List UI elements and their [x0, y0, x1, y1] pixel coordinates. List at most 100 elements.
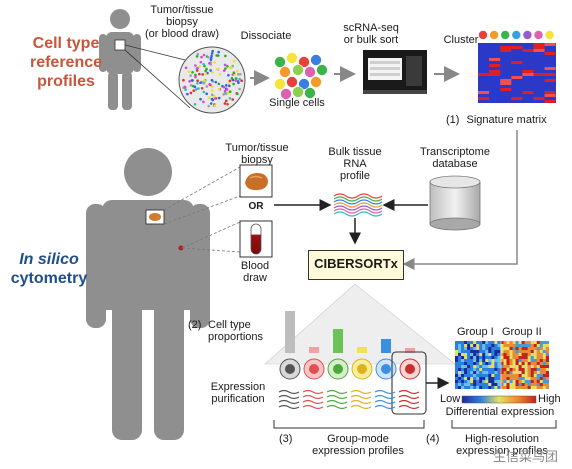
hires-cell: [524, 356, 528, 359]
hires-cell: [509, 350, 513, 353]
purified-expression-waves: [278, 389, 420, 410]
hires-cell: [527, 380, 531, 383]
tissue-dot: [196, 79, 199, 83]
hires-cell: [485, 365, 489, 368]
hires-cell: [530, 356, 534, 359]
tissue-dot: [194, 88, 198, 91]
hires-cell: [479, 377, 483, 380]
hires-cell: [482, 374, 486, 377]
zoom-dashed-2: [163, 195, 241, 225]
purified-wave: [374, 394, 396, 400]
hires-cell: [482, 383, 486, 386]
hires-cell: [485, 341, 489, 344]
hires-cell: [545, 371, 549, 374]
hires-cell: [485, 380, 489, 383]
hires-cell: [518, 347, 522, 350]
hires-cell: [506, 350, 510, 353]
hires-cell: [479, 347, 483, 350]
matrix-cell: [544, 52, 556, 55]
hires-cell: [506, 353, 510, 356]
purified-wave: [374, 399, 396, 405]
hires-cell: [470, 377, 474, 380]
hires-cell: [500, 383, 504, 386]
single-cell: [286, 76, 298, 88]
colorbar: [461, 395, 537, 404]
hires-cell: [464, 359, 468, 362]
watermark-text: 生信菜鸟团: [492, 449, 558, 464]
hires-cell: [482, 344, 486, 347]
hires-cell: [476, 368, 480, 371]
hires-cell: [488, 374, 492, 377]
hires-cell: [503, 374, 507, 377]
signature-matrix-text: Signature matrix: [466, 114, 547, 126]
hires-cell: [482, 386, 486, 389]
hires-cell: [527, 347, 531, 350]
tissue-dot: [199, 60, 203, 64]
matrix-cell: [533, 46, 545, 49]
hires-cell: [494, 371, 498, 374]
tissue-dot: [182, 78, 185, 82]
hires-cell: [473, 350, 477, 353]
hires-cell: [536, 347, 540, 350]
hires-cell: [536, 383, 540, 386]
cibersortx-box: CIBERSORTx: [308, 250, 404, 280]
hires-cell: [467, 386, 471, 389]
hires-cell: [503, 383, 507, 386]
hires-cell: [536, 377, 540, 380]
tissue-dot: [199, 81, 202, 85]
hires-cell: [476, 344, 480, 347]
scrna-line2: or bulk sort: [343, 34, 399, 46]
hires-cell: [539, 359, 543, 362]
hires-cell: [488, 353, 492, 356]
tumor-tissue-image: [239, 164, 273, 198]
proportions-label: Cell type proportions: [208, 319, 263, 343]
hires-cell: [494, 386, 498, 389]
matrix-cell: [478, 91, 490, 94]
tissue-dot: [209, 56, 213, 60]
hires-cell: [506, 365, 510, 368]
bracket-hires: [451, 420, 557, 429]
hires-cell: [497, 356, 501, 359]
single-cell: [316, 64, 328, 76]
tissue-dot: [226, 91, 230, 95]
hires-cell: [527, 365, 531, 368]
matrix-cell: [522, 73, 534, 76]
hires-cell: [497, 353, 501, 356]
hires-cell: [476, 362, 480, 365]
hires-cell: [500, 362, 504, 365]
hires-cell: [503, 344, 507, 347]
tissue-dot: [216, 67, 220, 71]
purified-wave: [374, 404, 396, 410]
matrix-cell: [533, 73, 545, 76]
hires-cell: [539, 371, 543, 374]
hires-cell: [518, 341, 522, 344]
group-mode-line1: Group-mode: [327, 433, 389, 445]
hires-cell: [473, 371, 477, 374]
hires-cell: [518, 377, 522, 380]
hires-cell: [464, 383, 468, 386]
tissue-dot: [183, 85, 187, 89]
hires-cell: [545, 374, 549, 377]
hires-cell: [497, 362, 501, 365]
hires-cell: [485, 347, 489, 350]
hires-cell: [521, 374, 525, 377]
hires-line1: High-resolution: [465, 433, 539, 445]
matrix-cell: [500, 46, 512, 49]
hires-cell: [503, 365, 507, 368]
tissue-dot: [209, 69, 212, 72]
hires-cell: [464, 365, 468, 368]
bottom-biopsy-label: Tumor/tissue biopsy: [222, 142, 292, 166]
hires-cell: [461, 362, 465, 365]
single-cell: [304, 87, 316, 99]
hires-cell: [542, 362, 546, 365]
hires-cell: [512, 374, 516, 377]
hires-cell: [539, 344, 543, 347]
hires-cell: [497, 365, 501, 368]
hires-cell: [542, 383, 546, 386]
hires-cell: [530, 347, 534, 350]
hires-cell: [458, 383, 462, 386]
tissue-dot: [222, 69, 226, 72]
tissue-dot: [217, 96, 221, 100]
tissue-dot: [184, 66, 188, 70]
